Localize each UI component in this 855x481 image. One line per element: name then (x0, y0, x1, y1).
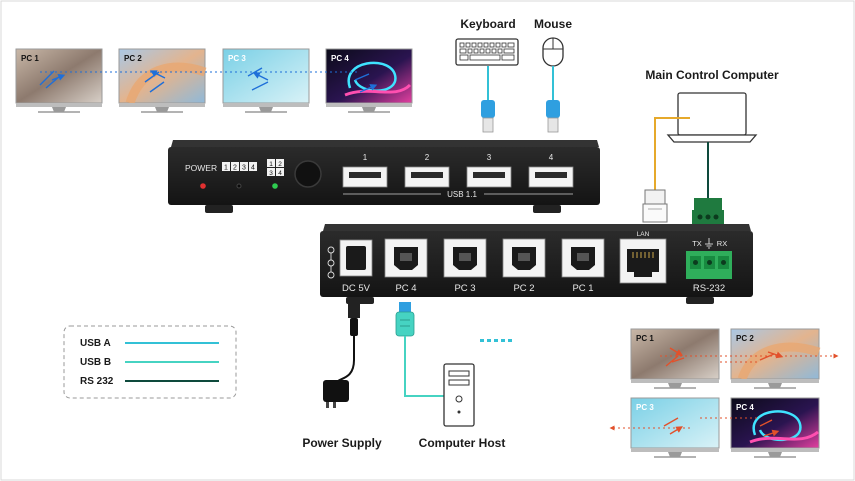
monitor-top-pc2: PC 2 (118, 48, 207, 113)
pc-key-label: 1 (224, 165, 228, 172)
bottom-monitors: PC 1 PC 2 PC 3 PC 4 (609, 328, 839, 458)
lan-cable (654, 117, 690, 190)
kvm-rear-panel: DC 5V PC 4 PC 3 PC 2 PC 1 LAN (320, 224, 753, 304)
monitor-label: PC 4 (331, 54, 349, 63)
pc-key-label: 3 (242, 165, 246, 172)
rs232-terminal-port (686, 251, 732, 279)
grid-indicator: 1 2 3 4 (267, 159, 284, 177)
keyboard-icon (455, 38, 519, 66)
lan-port (619, 238, 667, 284)
keyboard-label: Keyboard (460, 17, 515, 31)
monitor-label: PC 4 (736, 403, 754, 412)
power-cable (335, 302, 360, 389)
grid-key-label: 2 (278, 161, 282, 168)
monitor-bottom-pc1: PC 1 (630, 328, 720, 389)
usb-b-port-pc4 (384, 238, 428, 278)
usb-a-port-3 (466, 166, 512, 188)
pc-key-label: 4 (251, 165, 255, 172)
usb-a-port-2 (404, 166, 450, 188)
grid-led (272, 183, 278, 189)
main-control-computer: Main Control Computer (645, 68, 779, 143)
ir-sensor (236, 183, 242, 189)
usb-b-port-pc2 (502, 238, 546, 278)
switch-button[interactable] (294, 160, 322, 188)
monitor-top-pc1: PC 1 (15, 48, 103, 113)
pc-port-label: PC 3 (454, 283, 475, 294)
usb-port-number: 1 (363, 153, 368, 162)
top-monitors: PC 1 PC 2 PC 3 PC 4 (15, 48, 413, 113)
usb-version-label: USB 1.1 (447, 190, 477, 199)
usb-b-port-pc3 (443, 238, 487, 278)
power-supply-label: Power Supply (302, 436, 382, 450)
usb-port-number: 3 (487, 153, 492, 162)
monitor-label: PC 2 (736, 334, 754, 343)
monitor-bottom-pc2: PC 2 (730, 328, 821, 389)
lan-plug (642, 189, 668, 223)
usb-port-number: 2 (425, 153, 430, 162)
lan-label: LAN (637, 231, 650, 238)
usb-port-number: 4 (549, 153, 554, 162)
monitor-label: PC 1 (21, 54, 39, 63)
pc-port-label: PC 1 (572, 283, 593, 294)
power-led (200, 183, 206, 189)
pc-indicator-keys: 1 2 3 4 (222, 162, 257, 172)
monitor-label: PC 3 (228, 54, 246, 63)
rx-label: RX (717, 239, 727, 248)
keyboard: Keyboard (455, 17, 519, 66)
mouse-usb-plug (546, 100, 560, 133)
monitor-bottom-pc3: PC 3 (630, 397, 720, 458)
ground-icon (705, 238, 713, 249)
legend-label: USB A (80, 338, 111, 349)
computer-host-icon (443, 363, 475, 427)
grid-key-label: 3 (269, 170, 273, 177)
monitor-label: PC 2 (124, 54, 142, 63)
grid-key-label: 4 (278, 170, 282, 177)
pc-key-label: 2 (233, 165, 237, 172)
tx-label: TX (692, 239, 702, 248)
monitor-bottom-pc4: PC 4 (730, 397, 820, 458)
legend-label: USB B (80, 357, 111, 368)
pc-port-label: PC 4 (395, 283, 416, 294)
usb-a-port-4 (528, 166, 574, 188)
mouse: Mouse (534, 17, 572, 67)
monitor-label: PC 1 (636, 334, 654, 343)
computer-host-label: Computer Host (419, 436, 506, 450)
rs232-terminal-plug (692, 198, 724, 224)
computer-host-cable (395, 302, 444, 397)
monitor-top-pc4: PC 4 (325, 48, 413, 113)
polarity-icon (327, 246, 335, 279)
main-control-computer-label: Main Control Computer (645, 68, 779, 82)
usb-b-port-pc1 (561, 238, 605, 278)
power-label: POWER (185, 163, 217, 173)
legend-label: RS 232 (80, 376, 114, 387)
ellipsis-dots (480, 339, 512, 342)
laptop-icon (677, 92, 747, 136)
monitor-label: PC 3 (636, 403, 654, 412)
dc-power-jack (339, 239, 373, 277)
rs232-label: RS-232 (693, 283, 725, 294)
kvm-front-panel: POWER 1 2 3 4 1 2 3 4 1 2 3 4 (168, 140, 600, 213)
grid-key-label: 1 (269, 161, 273, 168)
power-adapter-icon (323, 380, 349, 408)
dc-label: DC 5V (342, 283, 371, 294)
usb-a-port-1 (342, 166, 388, 188)
keyboard-usb-plug (481, 100, 495, 133)
cable-legend: USB A USB B RS 232 (63, 325, 237, 399)
monitor-top-pc3: PC 3 (222, 48, 310, 113)
mouse-label: Mouse (534, 17, 572, 31)
pc-port-label: PC 2 (513, 283, 534, 294)
